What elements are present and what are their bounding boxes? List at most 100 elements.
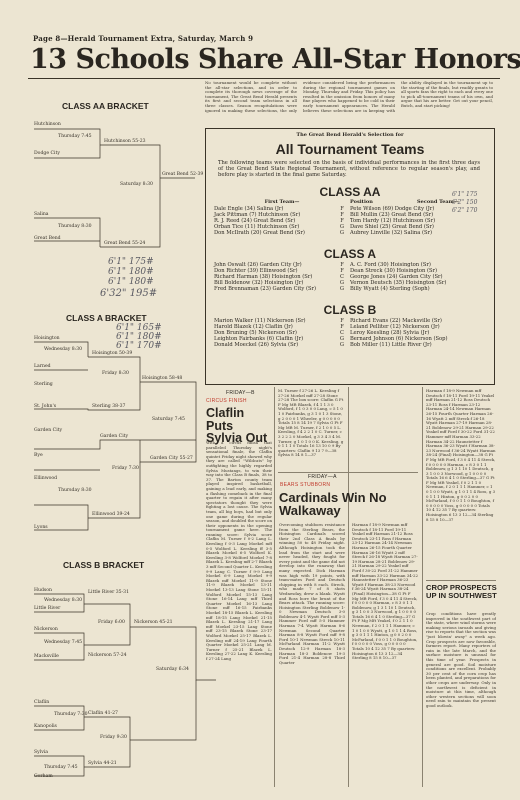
box-intro: The following teams were selected on the… xyxy=(218,160,480,179)
bracket-label: Thursday 7:30 xyxy=(54,712,88,717)
bracket-label: Claflin 41-27 xyxy=(88,711,118,716)
bracket-label: Wednesday 8:30 xyxy=(44,347,83,352)
bracket-label: Hoisington xyxy=(34,336,60,341)
class-aa-heading: CLASS AA xyxy=(319,185,381,199)
claflin-story-body: With a circus finish that paralleled Thu… xyxy=(206,441,272,661)
handwritten-note: 6'1" 175 xyxy=(452,191,478,198)
second-team-player: A. C. Ford (30) Hoisington (Sr) xyxy=(350,262,431,268)
all-tournament-box: The Great Bend Herald's Selection for Al… xyxy=(205,128,495,385)
cardinals-kicker-2: BEARS STUBBORN xyxy=(280,482,331,488)
bracket-label: Friday 7:30 xyxy=(112,466,139,471)
claflin-headline: Claflin Puts Sylvia Out xyxy=(206,406,268,445)
first-team-player: Don Richter (39) Ellinwood (Sr) xyxy=(214,268,298,275)
second-team-player: Leland Pelliter (12) Nickerson (Jr) xyxy=(350,324,440,331)
handwritten-note: 6'1" 180# xyxy=(108,267,154,277)
bracket-label: Friday 8:30 xyxy=(102,371,129,376)
box-kicker: The Great Bend Herald's Selection for xyxy=(296,132,404,138)
position: G xyxy=(339,280,345,287)
position-header: Position xyxy=(350,199,373,205)
second-team-player: Dave Shiel (25) Great Bend (Sr) xyxy=(350,224,434,231)
class-a-heading: CLASS A xyxy=(323,247,377,261)
first-team-player: Fred Brennaman (23) Garden City (Sr) xyxy=(214,286,317,293)
first-team-player: Jack Pittman (7) Hutchinson (Sr) xyxy=(214,212,301,219)
bracket-label: Claflin xyxy=(34,700,50,705)
story-rule xyxy=(426,580,496,581)
bracket-label: Ellinwood 39-24 xyxy=(92,512,130,517)
hoisington-box-score: Harman f 18-9 Newman mff Deutsch f 18-11… xyxy=(426,389,496,522)
class-aa-bracket-title: CLASS AA BRACKET xyxy=(62,101,149,111)
bracket-label: Hoisington 50-39 xyxy=(92,351,133,356)
bracket-label: Larned xyxy=(34,364,51,369)
position: G xyxy=(339,224,345,231)
second-team-player: Vernon Deutsch (35) Hoisington (Sr) xyxy=(350,280,447,287)
position: G xyxy=(339,286,345,293)
bracket-label: St. John's xyxy=(34,404,57,409)
handwritten-note: 6'2" 170 xyxy=(452,207,478,214)
bracket-label: Thursday 8:30 xyxy=(58,488,92,493)
position: G xyxy=(339,230,345,237)
team-row: Donald Moeckel (26) Sylvia (Sr) G Bob Mill… xyxy=(214,342,486,348)
bracket-label: Hutchinson 55-23 xyxy=(104,139,146,144)
bracket-label: Little River xyxy=(34,606,61,611)
crop-story-body: Crop conditions have greatly improved in… xyxy=(426,612,496,708)
handwritten-note: 6'1" 170# xyxy=(116,341,162,351)
position: G xyxy=(339,342,345,349)
first-team-player: Donald Moeckel (26) Sylvia (Sr) xyxy=(214,342,299,349)
headline-rule xyxy=(28,78,500,79)
bracket-label: Macksville xyxy=(34,654,59,659)
bracket-label: Hudson xyxy=(34,588,52,593)
intro-story: No tournament would be complete without … xyxy=(205,81,493,113)
position: C xyxy=(340,330,344,337)
second-team-player: Richard Evans (22) Macksville (Sr) xyxy=(350,318,442,324)
handwritten-note: 6'32" 195# xyxy=(100,288,158,299)
class-a-bracket-title: CLASS A BRACKET xyxy=(66,313,147,323)
position: F xyxy=(340,268,344,275)
bracket-label: Thursday 7:45 xyxy=(58,134,92,139)
bracket-label: Nickerson 57-24 xyxy=(88,653,127,658)
bracket-label: Saturday 7:45 xyxy=(152,417,185,422)
class-b-heading: CLASS B xyxy=(323,303,377,317)
first-team-player: Harold Blazek (12) Claflin (Jr) xyxy=(214,324,293,331)
bracket-label: Wednesday 8:30 xyxy=(44,598,83,603)
bracket-label: Great Bend 55-24 xyxy=(104,241,146,246)
bracket-label: Little River 35-31 xyxy=(88,590,130,595)
page-headline: 13 Schools Share All-Star Honors xyxy=(30,44,520,75)
position: F xyxy=(340,218,344,225)
handwritten-note: 6'1" 165# xyxy=(116,323,162,333)
crop-headline: CROP PROSPECTS UP IN SOUTHWEST xyxy=(426,583,497,600)
second-team-header: Second Team— xyxy=(417,199,459,205)
position: G xyxy=(339,336,345,343)
cardinals-headline: Cardinals Win No Walkaway xyxy=(279,490,387,518)
bracket-label: Hutchinson xyxy=(34,122,61,127)
bracket-label: Lyons xyxy=(34,525,48,530)
second-team-player: Aubrey Linville (32) Salina (Sr) xyxy=(350,230,433,237)
bracket-label: Thursday 7:45 xyxy=(44,765,78,770)
second-team-player: Bernard Johnson (6) Nickerson (Sop) xyxy=(350,336,448,343)
bracket-label: Sterling 38-37 xyxy=(92,404,126,409)
second-team-player: George Jones (24) Garden City (Sr) xyxy=(350,274,443,281)
first-team-player: John Oswalt (26) Garden City (Jr) xyxy=(214,262,302,268)
bracket-label: Sterling xyxy=(34,382,53,387)
second-team-player: Dean Streck (30) Hoisington (Sr) xyxy=(350,268,438,275)
position: F xyxy=(340,212,344,219)
second-team-player: Bob Miller (11) Little River (Jr) xyxy=(350,342,432,349)
position: F xyxy=(340,206,344,212)
bracket-label: Friday 9:30 xyxy=(100,735,127,740)
bracket-label: Sylvia 44-21 xyxy=(88,761,117,766)
story-rule xyxy=(278,472,418,473)
second-team-player: Pete Wilson (69) Dodge City (Jr) xyxy=(350,206,435,212)
bracket-label: Bye xyxy=(34,453,43,458)
first-team-header: First Team— xyxy=(264,199,300,205)
class-a-rows: John Oswalt (26) Garden City (Jr) F A. C. … xyxy=(214,262,486,292)
column-rule xyxy=(274,387,275,787)
